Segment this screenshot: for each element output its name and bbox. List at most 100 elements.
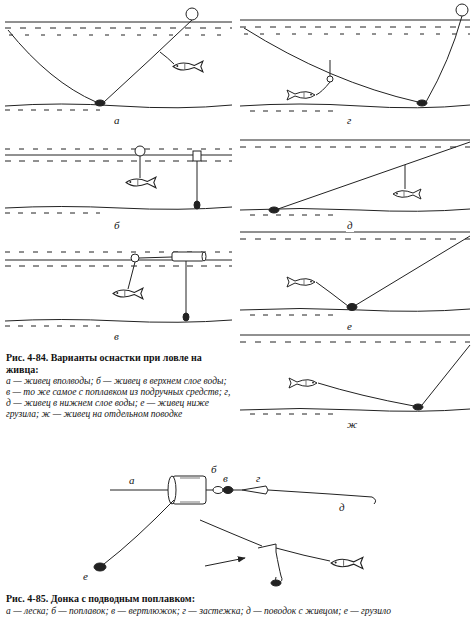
- panel-a-part: [95, 100, 105, 106]
- panel-g-part: [240, 335, 470, 336]
- panel-letter: а: [113, 114, 121, 127]
- panel-letter: г: [346, 114, 352, 127]
- panel-a-part: [186, 8, 198, 20]
- panel-a-part: [5, 104, 232, 108]
- panel-c-part: [172, 252, 204, 261]
- panel-e: [240, 140, 470, 215]
- panel-g-part: [240, 409, 470, 412]
- bottom-rig-part: [172, 476, 206, 504]
- panel-d-part: [240, 104, 470, 108]
- panel-g-part: [240, 342, 470, 343]
- bottom-rig-part: [168, 476, 176, 504]
- panel-d-part: [287, 90, 315, 100]
- panel-c-part: [131, 254, 139, 262]
- panel-d-part: [327, 76, 333, 82]
- panel-letter: е: [346, 320, 353, 333]
- callout-letter: д: [338, 501, 346, 514]
- panel-letter: д: [346, 219, 354, 232]
- callout-letter: а: [128, 474, 136, 487]
- panel-f-part: [347, 304, 357, 311]
- panel-e-part: [405, 165, 406, 189]
- panel-d-part: [244, 34, 470, 35]
- panel-e-part: [240, 147, 470, 148]
- panel-d-part: [240, 27, 470, 28]
- panel-g: [240, 335, 470, 414]
- panel-f: [240, 232, 470, 315]
- panel-letter: ж: [346, 418, 358, 431]
- panel-f-part: [240, 232, 470, 233]
- panel-a: [5, 8, 232, 110]
- panel-e-part: [240, 140, 470, 141]
- panel-a-part: [104, 20, 192, 102]
- bottom-rig-part: [276, 548, 330, 561]
- bottom-rig-part: [223, 487, 233, 494]
- panel-d-part-part: [287, 90, 315, 100]
- panel-e-part: [269, 207, 279, 213]
- bottom-rig: [94, 476, 376, 586]
- panel-d-part: [250, 111, 340, 112]
- bottom-rig-part: [276, 552, 281, 576]
- figure-legend-text: а — живец вполводы; б — живец в верхнем …: [6, 376, 232, 420]
- panel-b-part: [194, 201, 200, 209]
- panel-c-part: [5, 326, 100, 327]
- bottom-rig-part: [205, 558, 245, 566]
- bottom-rig-part: [268, 490, 372, 497]
- panel-c-part: [5, 320, 232, 323]
- panel-b-part: [197, 161, 198, 202]
- panel-e-part: [393, 189, 421, 199]
- panel-a-part: [9, 35, 232, 36]
- panel-b-part: [5, 213, 100, 214]
- panel-f-part-part: [287, 277, 315, 287]
- panel-c-part: [113, 288, 143, 299]
- panel-c-part: [139, 257, 172, 258]
- panel-a-part: [5, 22, 232, 23]
- panel-g-part: [289, 378, 317, 388]
- bottom-rig-part: [372, 497, 376, 504]
- panel-letter: б: [113, 219, 121, 232]
- panel-g-part: [413, 404, 423, 410]
- panel-f-part: [240, 239, 470, 240]
- bottom-rig-part: [242, 486, 268, 494]
- callout-letter: в: [222, 472, 229, 485]
- bottom-rig-part: [233, 490, 242, 491]
- panel-c-part: [183, 313, 189, 321]
- callout-letter: г: [255, 472, 261, 485]
- panel-d: [240, 4, 470, 111]
- panel-d-part: [240, 20, 470, 21]
- panel-e-part: [278, 142, 470, 209]
- panel-letter: в: [113, 330, 120, 343]
- panel-c-part: [128, 262, 135, 289]
- figure-caption: Рис. 4-85. Донка с подводным поплавком:: [6, 593, 466, 605]
- panel-b-part: [5, 149, 232, 150]
- panel-c-part: [202, 252, 206, 261]
- panel-f-part: [250, 315, 340, 316]
- panel-g-part-part: [289, 378, 317, 388]
- panel-g-part: [250, 414, 340, 415]
- panel-c-part: [186, 261, 187, 314]
- panel-g-part: [422, 345, 470, 405]
- bottom-rig-part: [213, 487, 223, 494]
- panel-f-part: [287, 277, 315, 287]
- panel-d-part: [244, 28, 418, 102]
- panel-g-part: [318, 383, 414, 406]
- bottom-rig-part: [180, 478, 200, 479]
- panel-b-part: [126, 177, 156, 188]
- panel-b: [5, 146, 232, 213]
- panel-a-part: [160, 52, 174, 64]
- bottom-rig-part: [331, 557, 363, 568]
- callout-letter: е: [82, 570, 89, 583]
- panel-a-part: [173, 61, 203, 72]
- bottom-rig-part: [104, 500, 174, 564]
- panel-a-part: [5, 110, 100, 111]
- callout-letter: б: [210, 463, 218, 476]
- panel-f-part: [356, 236, 470, 305]
- panel-d-part: [316, 82, 330, 95]
- panel-d-part: [456, 4, 468, 16]
- panel-d-part: [426, 16, 462, 102]
- figure-caption: Рис. 4-84. Варианты оснастки при ловле н…: [6, 352, 232, 375]
- panel-c-part: [5, 266, 232, 267]
- panel-a-part: [5, 28, 232, 29]
- panel-e-part: [250, 215, 340, 216]
- bottom-rig-part: [94, 563, 106, 571]
- bottom-rig-part: [206, 490, 213, 491]
